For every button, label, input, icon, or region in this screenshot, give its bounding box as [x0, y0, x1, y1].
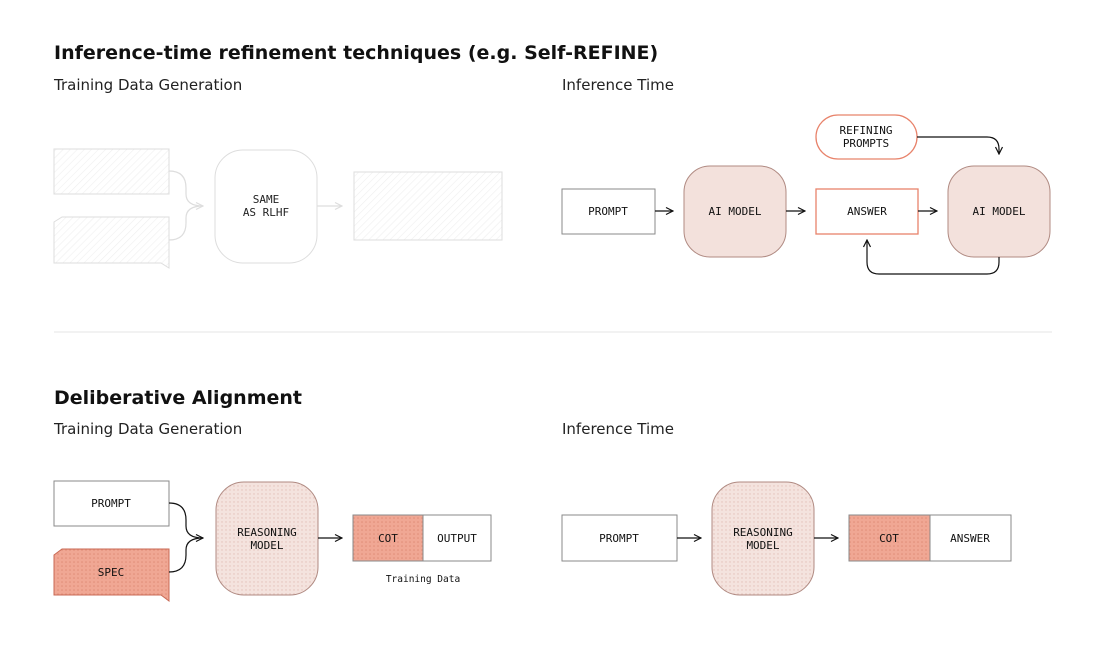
ghost-output-box	[353, 171, 503, 241]
section1-inference: REFINING PROMPTS PROMPT AI MODEL ANSWER …	[561, 114, 1051, 275]
s2-cot-box	[352, 514, 424, 562]
s2i-cot-box	[848, 514, 931, 562]
prompts-label: PROMPTS	[843, 137, 889, 150]
section1-training-ghost: SAME AS RLHF	[53, 148, 503, 269]
s2-connector-bottom	[168, 538, 203, 573]
feedback-loop-arrow	[867, 240, 1000, 275]
section2-title: Deliberative Alignment	[54, 387, 302, 409]
spec-label: SPEC	[98, 566, 125, 579]
as-rlhf-label: AS RLHF	[243, 206, 289, 219]
s2-prompt-box	[53, 480, 170, 527]
s2i-answer-label: ANSWER	[950, 532, 990, 545]
s2-output-label: OUTPUT	[437, 532, 477, 545]
ghost-connector-top	[168, 170, 204, 207]
ghost-connector-bottom	[168, 206, 203, 241]
s1-answer-label: ANSWER	[847, 205, 887, 218]
s1-prompt-box	[561, 188, 656, 235]
section2-inference-label: Inference Time	[562, 420, 674, 438]
spec-scroll	[53, 548, 170, 602]
s2-cot-label: COT	[378, 532, 398, 545]
same-label: SAME	[253, 193, 280, 206]
s2-connector-top	[168, 502, 204, 539]
ghost-spec-box	[53, 216, 170, 269]
s2i-prompt-box	[561, 514, 678, 562]
refining-arrow	[917, 136, 999, 154]
s2i-model-label: MODEL	[746, 539, 779, 552]
s1-ai-model-1-label: AI MODEL	[709, 205, 762, 218]
section2-training-label: Training Data Generation	[54, 420, 243, 438]
s2i-cot-label: COT	[879, 532, 899, 545]
s1-answer-box	[815, 188, 919, 235]
s2i-prompt-label: PROMPT	[599, 532, 639, 545]
section1-training-label: Training Data Generation	[54, 76, 243, 94]
section2-inference: PROMPT REASONING MODEL COT ANSWER	[561, 481, 1012, 596]
ghost-prompt-box	[53, 148, 170, 195]
section2-training: PROMPT SPEC REASONING MODEL COT OUTPUT T…	[53, 480, 492, 602]
section1-inference-label: Inference Time	[562, 76, 674, 94]
s2-model-label: MODEL	[250, 539, 283, 552]
section1-title: Inference-time refinement techniques (e.…	[54, 42, 659, 64]
s2i-reasoning-label: REASONING	[733, 526, 793, 539]
s2i-answer-box	[929, 514, 1012, 562]
s1-ai-model-2-label: AI MODEL	[973, 205, 1026, 218]
refining-label: REFINING	[840, 124, 893, 137]
s2-output-box	[422, 514, 492, 562]
s1-prompt-label: PROMPT	[588, 205, 628, 218]
training-data-caption: Training Data	[386, 574, 460, 585]
s2-prompt-label: PROMPT	[91, 497, 131, 510]
s2-reasoning-label: REASONING	[237, 526, 297, 539]
